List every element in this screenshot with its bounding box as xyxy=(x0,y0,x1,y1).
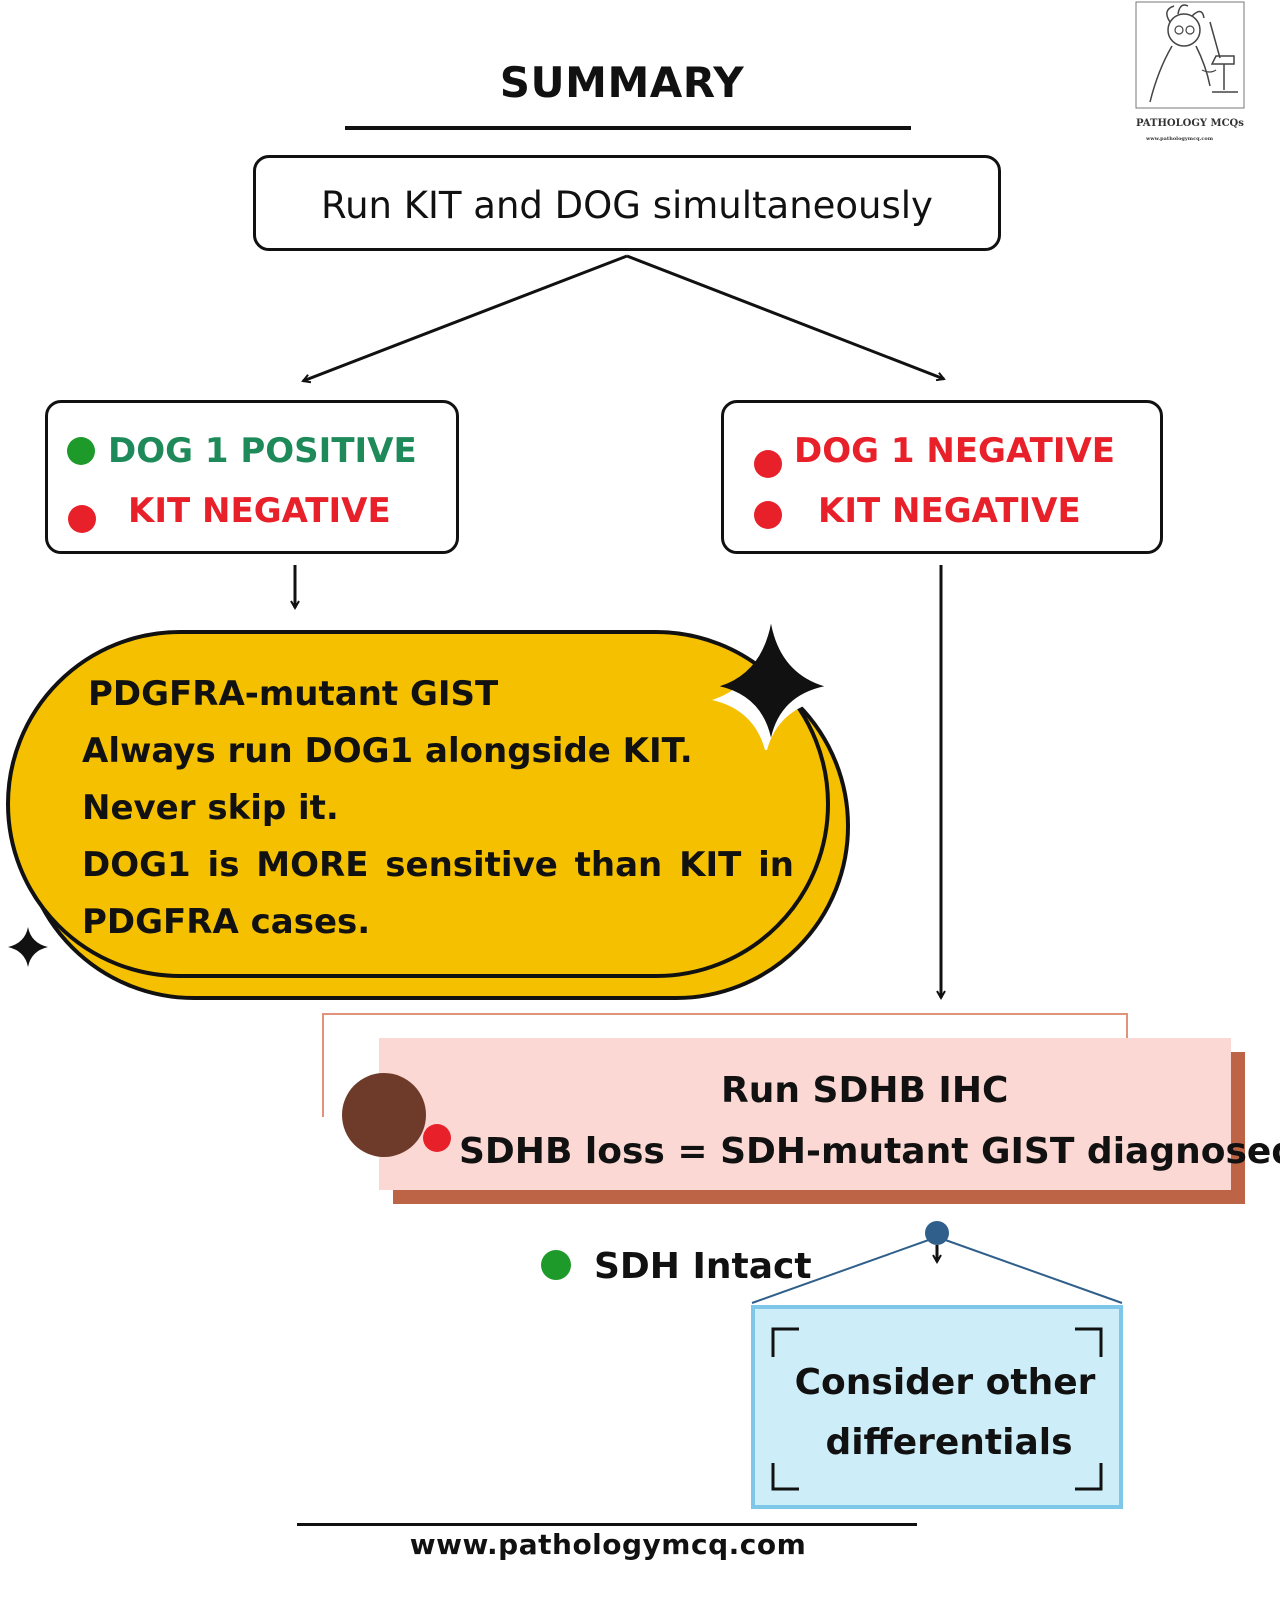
differentials-box xyxy=(751,1305,1123,1509)
pdgfra-line-4: PDGFRA cases. xyxy=(82,902,371,942)
kit-negative-label: KIT NEGATIVE xyxy=(128,491,391,531)
connector-to-sdh-intact xyxy=(751,1236,938,1304)
negative-dot-icon xyxy=(754,501,782,529)
positive-dot-icon xyxy=(67,437,95,465)
right-branch-box: DOG 1 NEGATIVE KIT NEGATIVE xyxy=(721,400,1163,554)
pdgfra-line-3: DOG1 is MORE sensitive than KIT in xyxy=(82,845,794,885)
start-box-text: Run KIT and DOG simultaneously xyxy=(321,184,933,227)
arrow-to-right-branch xyxy=(626,254,944,379)
differentials-line-1: Consider other xyxy=(794,1362,1096,1403)
pdgfra-line-2: Never skip it. xyxy=(82,788,339,828)
corner-brackets xyxy=(771,1327,1103,1491)
red-dot-icon xyxy=(423,1124,451,1152)
pdgfra-box xyxy=(6,630,830,978)
logo-caption: PATHOLOGY MCQs xyxy=(1136,118,1244,129)
sdhb-line-2: SDHB loss = SDH-mutant GIST diagnosed. xyxy=(459,1131,1280,1172)
kit-negative-label: KIT NEGATIVE xyxy=(818,491,1081,531)
brown-circle-icon xyxy=(342,1073,426,1157)
sdh-intact-label: SDH Intact xyxy=(594,1246,812,1287)
sparkle-star-icon xyxy=(712,623,825,750)
sdhb-line-1: Run SDHB IHC xyxy=(721,1070,1009,1111)
pdgfra-line-1: Always run DOG1 alongside KIT. xyxy=(82,731,693,771)
arrow-to-left-branch xyxy=(303,254,628,381)
dog1-positive-label: DOG 1 POSITIVE xyxy=(108,431,417,471)
negative-dot-icon xyxy=(754,450,782,478)
dog1-negative-label: DOG 1 NEGATIVE xyxy=(794,431,1116,471)
sdhb-box xyxy=(379,1038,1231,1190)
pdgfra-heading: PDGFRA-mutant GIST xyxy=(88,674,499,714)
connector-to-differentials xyxy=(936,1236,1123,1304)
footer-url: www.pathologymcq.com xyxy=(409,1528,807,1561)
page-title: SUMMARY xyxy=(499,58,745,107)
scientist-microscope-icon xyxy=(1135,1,1245,109)
start-box: Run KIT and DOG simultaneously xyxy=(253,155,1001,251)
footer-rule xyxy=(297,1523,917,1526)
logo: PATHOLOGY MCQs www.pathologymcq.com xyxy=(1132,0,1248,150)
title-underline xyxy=(345,126,911,130)
differentials-line-2: differentials xyxy=(825,1422,1073,1463)
connector-node xyxy=(925,1221,949,1245)
small-star-icon xyxy=(8,927,48,967)
intact-dot-icon xyxy=(541,1250,571,1280)
logo-url: www.pathologymcq.com xyxy=(1146,136,1214,142)
left-branch-box: DOG 1 POSITIVE KIT NEGATIVE xyxy=(45,400,459,554)
negative-dot-icon xyxy=(68,505,96,533)
